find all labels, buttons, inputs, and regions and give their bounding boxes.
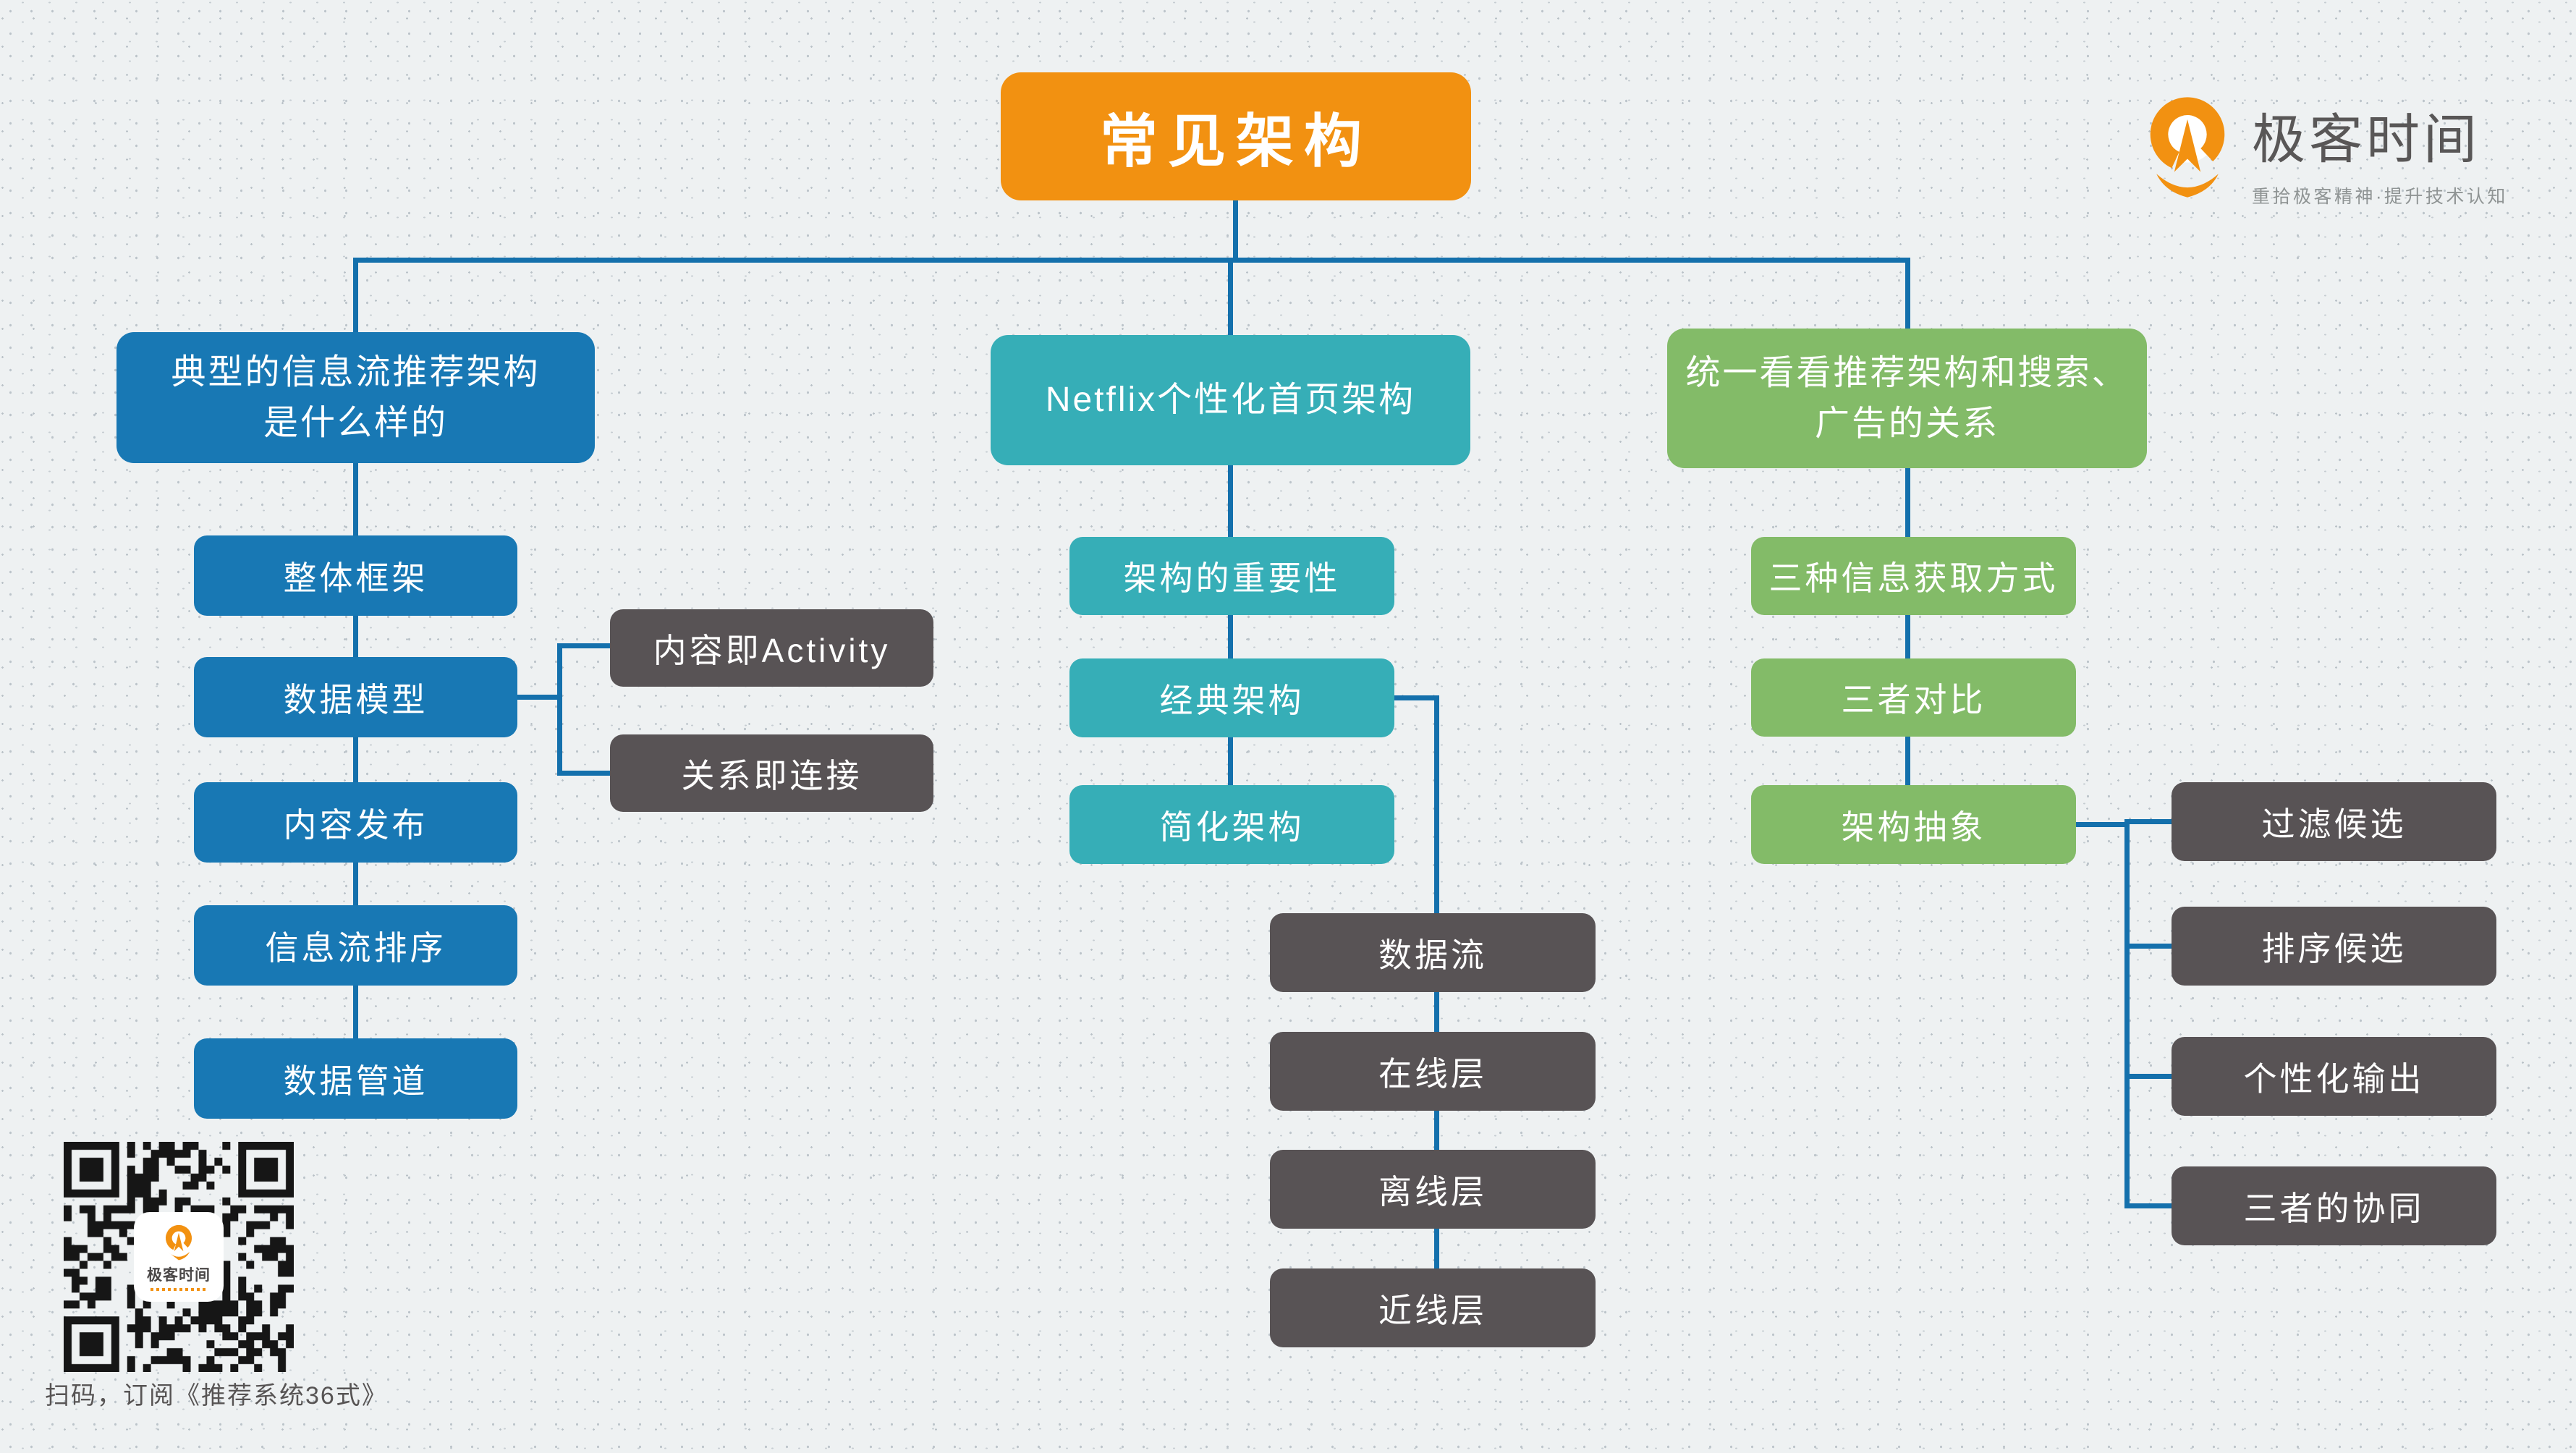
qr-code: 极客时间 [64, 1142, 294, 1372]
connector-line [353, 258, 358, 334]
connector-line [1905, 468, 1910, 787]
node-offline-layer: 离线层 [1270, 1150, 1596, 1229]
node-simplified-architecture: 简化架构 [1069, 785, 1394, 864]
connector-line [517, 695, 562, 700]
node-personalized-output: 个性化输出 [2172, 1037, 2496, 1116]
node-data-flow: 数据流 [1270, 913, 1596, 992]
connector-line [557, 771, 610, 776]
connector-line [1905, 258, 1910, 331]
connector-line [2124, 819, 2130, 1208]
node-architecture-abstraction: 架构抽象 [1751, 785, 2076, 864]
node-content-publishing: 内容发布 [194, 782, 517, 863]
geektime-pin-icon [2140, 91, 2234, 198]
node-three-way-comparison: 三者对比 [1751, 658, 2076, 737]
node-filter-candidates: 过滤候选 [2172, 782, 2496, 861]
connector-line [2124, 819, 2174, 824]
node-architecture-importance: 架构的重要性 [1069, 537, 1394, 615]
connector-line [1233, 200, 1238, 263]
node-online-layer: 在线层 [1270, 1032, 1596, 1111]
connector-line [353, 463, 358, 1041]
qr-center-tagline-dots [151, 1288, 207, 1291]
connector-line [1228, 258, 1233, 337]
node-relation-as-connection: 关系即连接 [610, 734, 933, 812]
node-classic-architecture: 经典架构 [1069, 658, 1394, 737]
connector-line [2124, 1074, 2174, 1079]
connector-line [557, 643, 562, 776]
node-three-way-synergy: 三者的协同 [2172, 1166, 2496, 1245]
qr-center-label: 极客时间 [147, 1267, 211, 1284]
geektime-logo: 极客时间 重拾极客精神·提升技术认知 [2140, 91, 2508, 208]
connector-line [2076, 822, 2130, 827]
node-feed-architecture: 典型的信息流推荐架构 是什么样的 [116, 332, 595, 463]
node-netflix-homepage-architecture: Netflix个性化首页架构 [991, 335, 1470, 465]
qr-center-logo: 极客时间 [134, 1212, 224, 1302]
qr-caption: 扫码，订阅《推荐系统36式》 [45, 1382, 388, 1410]
node-rank-candidates: 排序候选 [2172, 907, 2496, 986]
geektime-pin-icon [162, 1223, 195, 1261]
node-content-as-activity: 内容即Activity [610, 609, 933, 687]
node-overall-framework: 整体框架 [194, 535, 517, 616]
geektime-tagline: 重拾极客精神·提升技术认知 [2252, 187, 2508, 207]
node-data-pipeline: 数据管道 [194, 1038, 517, 1119]
node-feed-ranking: 信息流排序 [194, 905, 517, 986]
node-data-model: 数据模型 [194, 657, 517, 737]
node-three-info-acquisition-modes: 三种信息获取方式 [1751, 537, 2076, 615]
geektime-wordmark: 极客时间 [2252, 109, 2480, 169]
node-reco-search-ads-relation: 统一看看推荐架构和搜索、 广告的关系 [1667, 329, 2147, 468]
connector-line [353, 258, 1910, 263]
node-nearline-layer: 近线层 [1270, 1268, 1596, 1347]
connector-line [2124, 1203, 2174, 1208]
connector-line [1228, 465, 1233, 787]
connector-line [1394, 695, 1439, 700]
root-node-title: 常见架构 [1001, 72, 1471, 200]
connector-line [2124, 944, 2174, 949]
connector-line [557, 643, 610, 648]
